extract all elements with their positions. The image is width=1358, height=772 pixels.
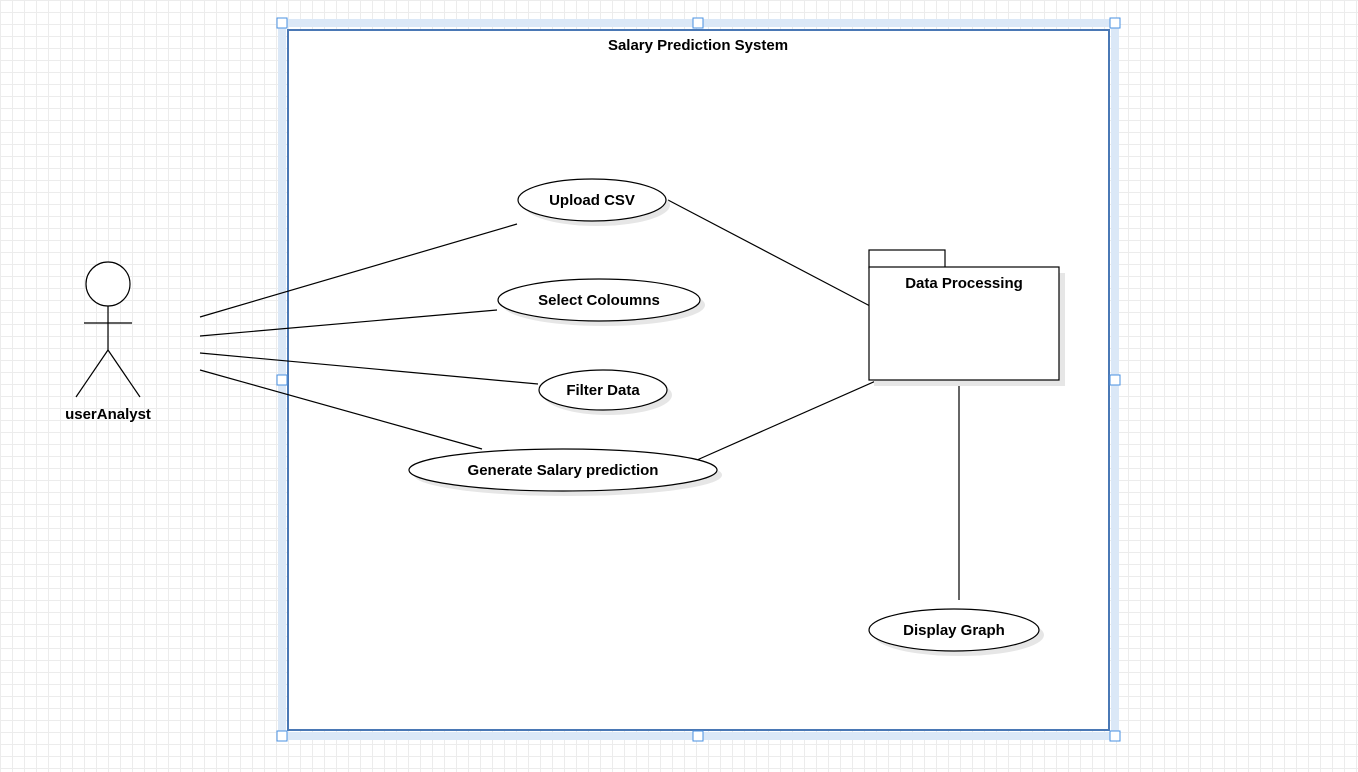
resize-handle-bottom-left[interactable] — [276, 730, 288, 742]
use-case-select-columns[interactable] — [497, 278, 701, 322]
use-case-upload-csv[interactable] — [517, 178, 667, 222]
system-title: Salary Prediction System — [608, 37, 788, 54]
use-case-display-graph[interactable] — [868, 608, 1040, 652]
package-tab — [868, 249, 946, 269]
resize-handle-top-left[interactable] — [276, 17, 288, 29]
selection-handles — [276, 17, 1121, 742]
use-case-generate-prediction-label: Generate Salary prediction — [468, 462, 659, 479]
assoc-actor-upload-csv[interactable] — [199, 223, 518, 318]
assoc-upload-csv-package[interactable] — [667, 199, 871, 307]
use-case-select-columns-label: Select Coloumns — [538, 292, 660, 309]
use-case-display-graph-label: Display Graph — [903, 622, 1005, 639]
resize-handle-bottom[interactable] — [692, 730, 704, 742]
assoc-actor-filter-data[interactable] — [199, 352, 539, 385]
package-associations — [667, 199, 960, 600]
actor-right-leg — [107, 349, 141, 398]
package-body — [868, 266, 1060, 381]
actor-user-analyst[interactable] — [75, 261, 141, 398]
use-case-filter-data-label: Filter Data — [566, 382, 640, 399]
assoc-prediction-package[interactable] — [696, 379, 879, 461]
use-case-filter-data[interactable] — [538, 369, 668, 411]
resize-handle-bottom-right[interactable] — [1109, 730, 1121, 742]
package-label: Data Processing — [905, 275, 1023, 292]
resize-handle-left[interactable] — [276, 374, 288, 386]
resize-handle-top[interactable] — [692, 17, 704, 29]
assoc-actor-select-columns[interactable] — [199, 309, 498, 337]
use-case-generate-prediction[interactable] — [408, 448, 718, 492]
actor-label: userAnalyst — [65, 406, 151, 423]
actor-left-leg — [75, 349, 109, 398]
actor-head — [85, 261, 131, 307]
actor-associations — [199, 223, 539, 450]
package-data-processing[interactable] — [868, 249, 1060, 381]
resize-handle-top-right[interactable] — [1109, 17, 1121, 29]
use-case-upload-csv-label: Upload CSV — [549, 192, 635, 209]
resize-handle-right[interactable] — [1109, 374, 1121, 386]
assoc-actor-generate-prediction[interactable] — [199, 369, 483, 450]
